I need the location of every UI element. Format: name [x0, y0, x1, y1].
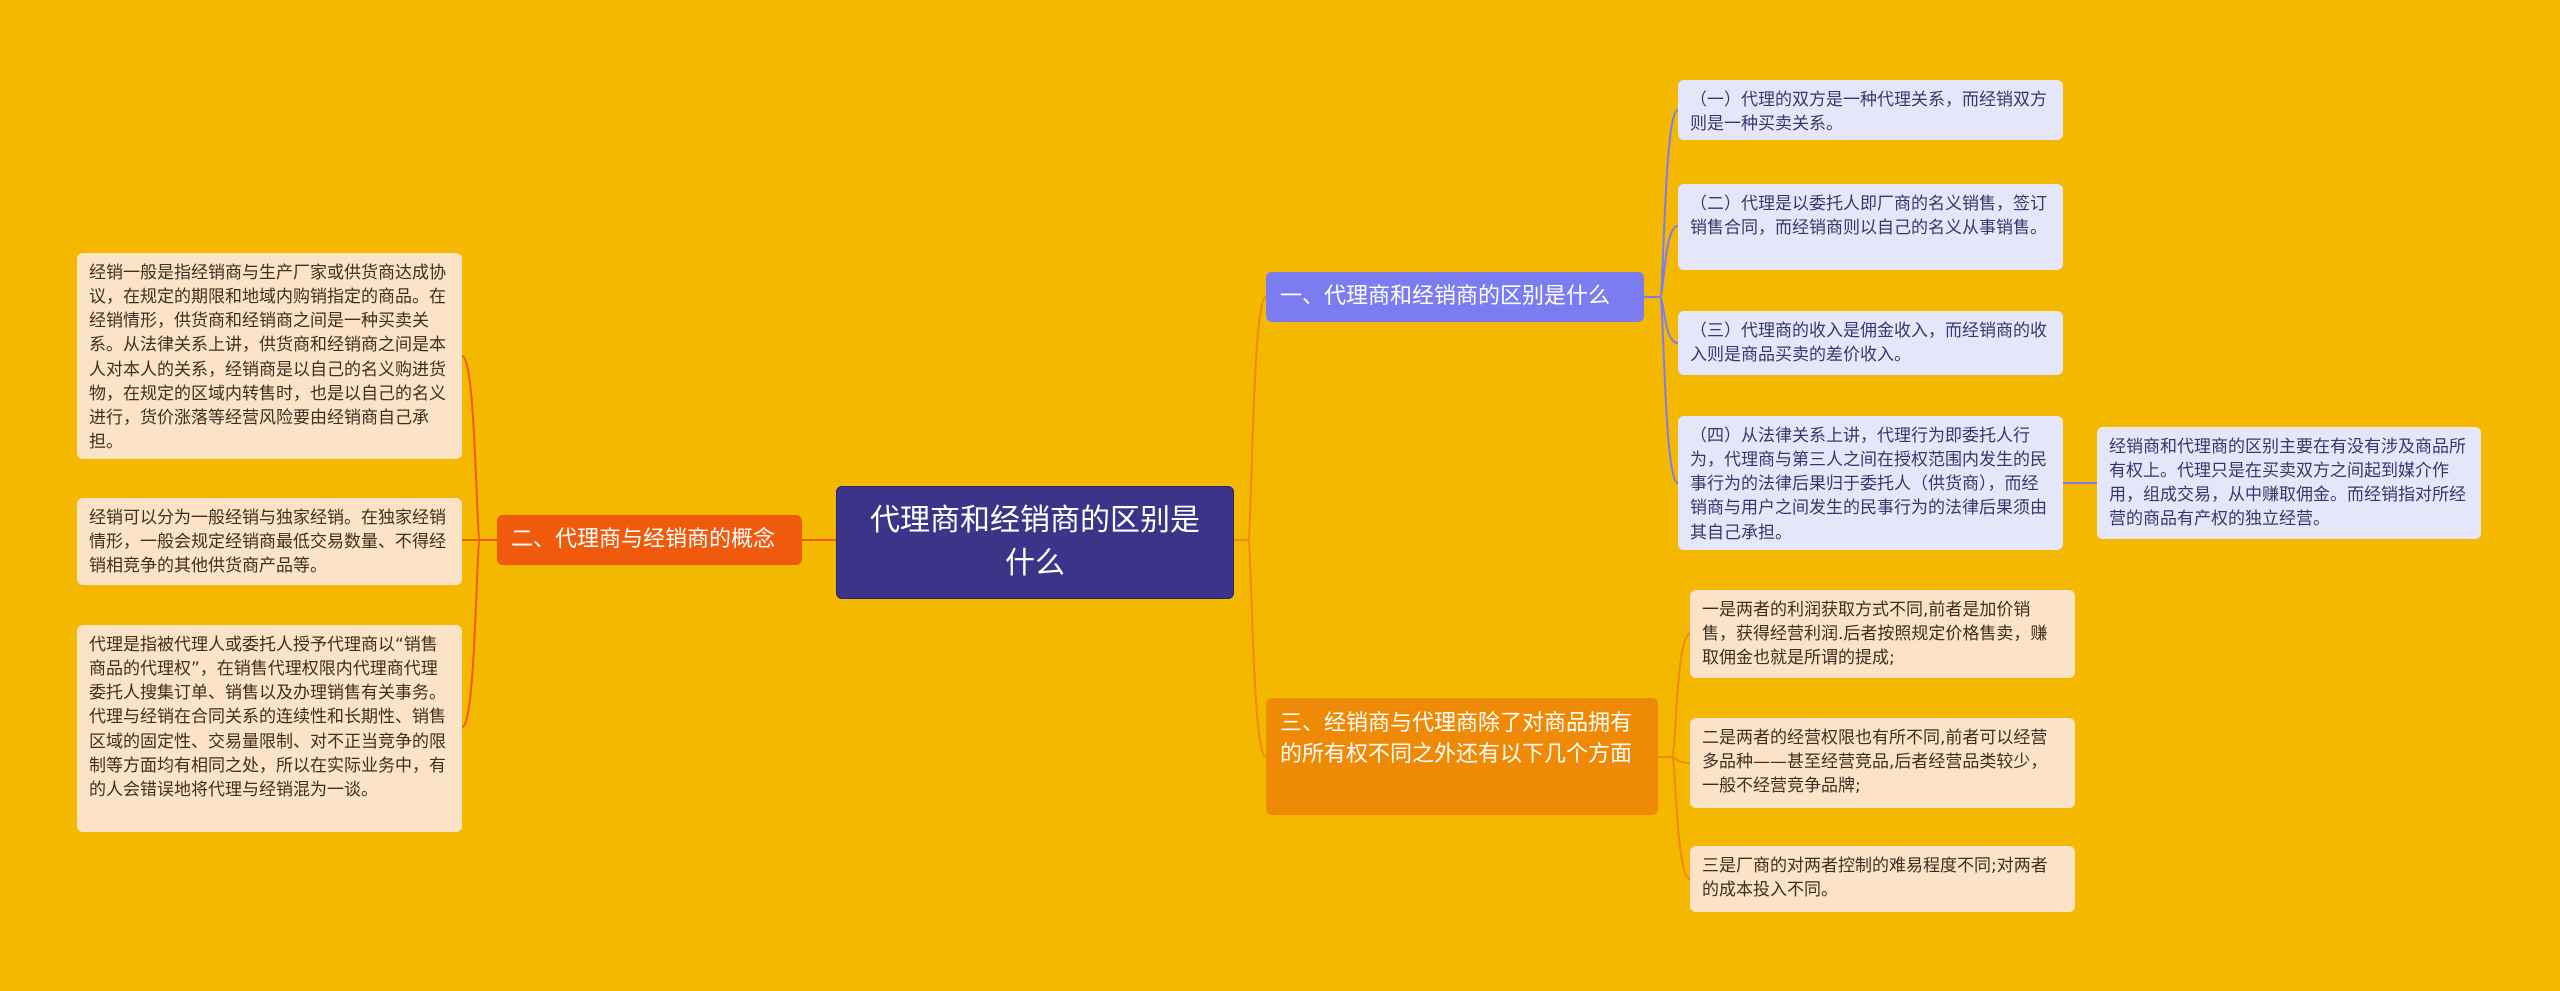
- aspect-item-2[interactable]: 二是两者的经营权限也有所不同,前者可以经营多品种——甚至经营竞品,后者经营品类较…: [1690, 718, 2075, 808]
- branch-other-aspects[interactable]: 三、经销商与代理商除了对商品拥有的所有权不同之外还有以下几个方面: [1266, 698, 1658, 815]
- concept-item-3[interactable]: 代理是指被代理人或委托人授予代理商以“销售商品的代理权”，在销售代理权限内代理商…: [77, 625, 462, 832]
- branch-other-aspects-title: 三、经销商与代理商除了对商品拥有的所有权不同之外还有以下几个方面: [1280, 711, 1633, 768]
- aspect-item-1[interactable]: 一是两者的利润获取方式不同,前者是加价销售，获得经营利润.后者按照规定价格售卖，…: [1690, 590, 2075, 678]
- difference-item-4[interactable]: （四）从法律关系上讲，代理行为即委托人行为，代理商与第三人之间在授权范围内发生的…: [1678, 416, 2063, 550]
- difference-item-1[interactable]: （一）代理的双方是一种代理关系，而经销双方则是一种买卖关系。: [1678, 80, 2063, 140]
- root-topic[interactable]: 代理商和经销商的区别是什么: [836, 486, 1234, 599]
- difference-summary-note[interactable]: 经销商和代理商的区别主要在有没有涉及商品所有权上。代理只是在买卖双方之间起到媒介…: [2097, 427, 2481, 539]
- difference-item-3[interactable]: （三）代理商的收入是佣金收入，而经销商的收入则是商品买卖的差价收入。: [1678, 311, 2063, 375]
- branch-concept-title: 二、代理商与经销商的概念: [511, 527, 776, 553]
- aspect-item-3[interactable]: 三是厂商的对两者控制的难易程度不同;对两者的成本投入不同。: [1690, 846, 2075, 912]
- difference-item-2[interactable]: （二）代理是以委托人即厂商的名义销售，签订销售合同，而经销商则以自己的名义从事销…: [1678, 184, 2063, 270]
- concept-item-2[interactable]: 经销可以分为一般经销与独家经销。在独家经销情形，一般会规定经销商最低交易数量、不…: [77, 498, 462, 585]
- concept-item-1[interactable]: 经销一般是指经销商与生产厂家或供货商达成协议，在规定的期限和地域内购销指定的商品…: [77, 253, 462, 459]
- root-title: 代理商和经销商的区别是什么: [870, 502, 1200, 581]
- branch-concept[interactable]: 二、代理商与经销商的概念: [497, 515, 802, 565]
- branch-difference[interactable]: 一、代理商和经销商的区别是什么: [1266, 272, 1644, 322]
- branch-difference-title: 一、代理商和经销商的区别是什么: [1280, 284, 1611, 310]
